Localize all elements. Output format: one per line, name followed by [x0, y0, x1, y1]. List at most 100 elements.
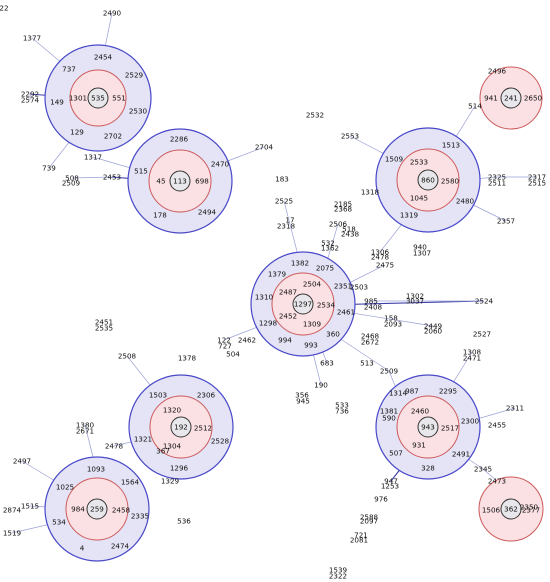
edge-line: [71, 176, 113, 179]
edge-line: [345, 311, 434, 327]
hub-node[interactable]: [500, 498, 522, 520]
ring-node-label: 737: [62, 65, 76, 74]
node-label: 985: [364, 297, 378, 306]
ring-node-label: 2491: [452, 450, 470, 459]
node-label: 1539: [329, 566, 348, 575]
hub-node[interactable]: [500, 87, 522, 109]
ring-node-label: 1321: [134, 435, 152, 444]
ring-node-label: 2470: [211, 160, 230, 169]
node-label: 727: [218, 342, 232, 351]
node-label: 1519: [3, 529, 22, 538]
ring-node-label: 2458: [112, 506, 131, 515]
node-label: 1329: [161, 477, 180, 486]
ring-node-label: 2480: [456, 197, 475, 206]
ring-node-label: 2377: [522, 506, 540, 515]
node-label: 2506: [329, 220, 348, 229]
node-label: 2704: [255, 143, 274, 152]
node-label: 122: [217, 336, 231, 345]
node-label: 2508: [118, 352, 137, 361]
hub-label: 362: [504, 505, 518, 514]
hub-node[interactable]: [417, 169, 439, 191]
ring-node-label: 1296: [170, 464, 189, 473]
ring-node-label: 2295: [439, 387, 457, 396]
ring-node-label: 931: [412, 441, 426, 450]
hub-node[interactable]: [169, 170, 191, 192]
node-label: 536: [177, 517, 191, 526]
node-label: 504: [226, 350, 240, 359]
hub-label: 943: [421, 423, 435, 432]
hub-node[interactable]: [86, 498, 108, 520]
ring-node-label: 1513: [442, 141, 460, 150]
node-label: 2478: [105, 442, 124, 451]
edge-line: [482, 468, 498, 482]
node-label: 2081: [350, 536, 368, 545]
node-label: 2532: [306, 111, 324, 120]
edge-line: [332, 333, 390, 372]
node-label: 2671: [76, 427, 94, 436]
node-label: 533: [335, 401, 349, 410]
ring-node-label: 2529: [125, 71, 144, 80]
node-label: 2503: [350, 283, 368, 292]
ring-node-label: 2306: [197, 391, 216, 400]
ring-node-label: 1301: [69, 94, 87, 103]
node-label: 2468: [361, 332, 380, 341]
node-label: 2588: [360, 513, 379, 522]
ring-node-label: 1304: [163, 442, 182, 451]
node-label: 2515: [528, 179, 546, 188]
ring-node-label: 1319: [400, 211, 419, 220]
node-label: 183: [275, 175, 289, 184]
ring-node-label: 2454: [94, 53, 113, 62]
node-label: 2511: [488, 179, 506, 188]
node-label: 2525: [275, 197, 293, 206]
node-label: 940: [413, 243, 427, 252]
node-label: 2345: [474, 465, 492, 474]
node-label: 2490: [103, 9, 122, 18]
hub-node[interactable]: [87, 87, 109, 109]
hub-label: 1297: [294, 300, 312, 309]
ring-node-label: 994: [278, 336, 292, 345]
hub-cluster-943: 943: [375, 374, 481, 480]
ring-node-label: 1309: [303, 320, 322, 329]
ring-node-label: 2533: [410, 158, 428, 167]
ring-node-label: 551: [112, 94, 126, 103]
node-label: 2455: [488, 421, 506, 430]
node-label: 2292: [21, 90, 39, 99]
node-label: 2527: [473, 330, 491, 339]
ring-node-label: 2473: [488, 477, 506, 486]
hub-node[interactable]: [292, 293, 314, 315]
ring-node-label: 328: [421, 464, 435, 473]
node-label: 2509: [380, 367, 399, 376]
ring-node-label: 4: [80, 544, 85, 553]
ring-node-label: 1314: [389, 389, 408, 398]
node-label: 2471: [463, 354, 481, 363]
node-label: 1515: [21, 502, 39, 511]
node-label: 2574: [21, 96, 40, 105]
node-label: 1318: [361, 188, 380, 197]
node-label: 2368: [334, 205, 353, 214]
ring-node-label: 45: [156, 177, 165, 186]
ring-node-label: 1509: [385, 155, 404, 164]
ring-node-label: 2530: [129, 107, 148, 116]
node-label: 976: [374, 495, 388, 504]
node-label: 2408: [364, 303, 383, 312]
ring-node-label: 515: [134, 167, 148, 176]
node-label: 2311: [506, 404, 524, 413]
hub-node[interactable]: [170, 416, 192, 438]
ring-node-label: 2350: [520, 503, 539, 512]
node-label: 2438: [341, 230, 360, 239]
hub-node[interactable]: [417, 416, 439, 438]
node-label: 518: [342, 225, 356, 234]
ring-node-label: 941: [484, 94, 498, 103]
node-label: 1380: [76, 421, 95, 430]
node-label: 1378: [178, 354, 197, 363]
ring-node-label: 1093: [87, 465, 105, 474]
node-label: 2318: [277, 222, 296, 231]
hub-label: 860: [421, 176, 435, 185]
node-label: 1362: [321, 244, 339, 253]
hub-cluster-259: 259: [44, 456, 150, 562]
node-label: 508: [65, 174, 79, 183]
node-label: 3037: [406, 297, 424, 306]
ring-node-label: 2534: [317, 301, 336, 310]
node-label: 739: [42, 164, 56, 173]
